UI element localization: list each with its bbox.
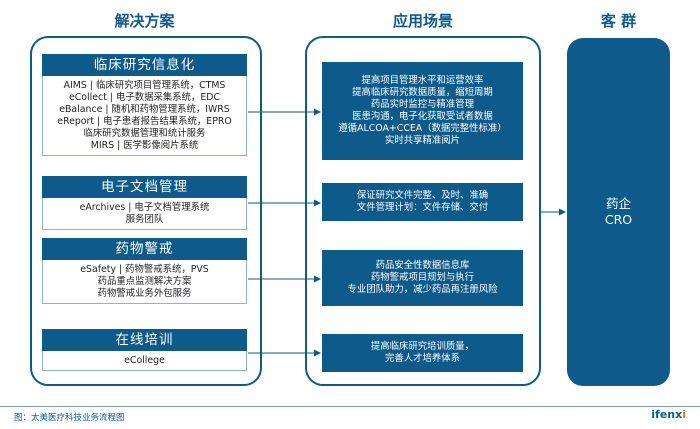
application-line: 药品实时监控与精准管理 xyxy=(370,99,475,110)
solution-line: 服务团队 xyxy=(125,214,164,225)
application-line: 实时共享精准阅片 xyxy=(384,135,460,146)
application-line: 药品安全性数据信息库 xyxy=(375,260,470,271)
solution-body: eSafety | 药物警戒系统，PVS 药品重点监测解决方案 药物警戒业务外包… xyxy=(42,260,247,304)
brand-logo: ifenxi xyxy=(651,408,686,421)
application-line: 提高临床研究数据质量，缩短周期 xyxy=(352,87,493,98)
solution-body: AIMS | 临床研究项目管理系统，CTMS eCollect | 电子数据采集… xyxy=(42,76,247,156)
solution-block-pharmacovigilance: 药物警戒 eSafety | 药物警戒系统，PVS 药品重点监测解决方案 药物警… xyxy=(42,238,247,304)
customer-label: CRO xyxy=(604,212,633,227)
application-box-pharmacovigilance: 药品安全性数据信息库 药物警戒项目规划与执行 专业团队助力，减少药品再注册风险 xyxy=(322,250,523,306)
application-line: 提高项目管理水平和运营效率 xyxy=(361,75,484,86)
solution-line: eCollege xyxy=(124,355,165,366)
column-title-customers: 客 群 xyxy=(600,12,637,30)
solution-body: eArchives | 电子文档管理系统 服务团队 xyxy=(42,198,247,230)
solution-block-clinical-research: 临床研究信息化 AIMS | 临床研究项目管理系统，CTMS eCollect … xyxy=(42,54,247,156)
column-title-solutions: 解决方案 xyxy=(114,12,175,30)
solution-line: eCollect | 电子数据采集系统，EDC xyxy=(68,92,221,103)
brand-text: ifenx xyxy=(651,408,683,421)
brand-dot: i xyxy=(682,408,686,421)
customer-label: 药企 xyxy=(605,196,631,211)
application-box-clinical-research: 提高项目管理水平和运营效率 提高临床研究数据质量，缩短周期 药品实时监控与精准管… xyxy=(322,62,523,160)
solution-line: MIRS | 医学影像阅片系统 xyxy=(90,140,199,151)
solution-title: 电子文档管理 xyxy=(42,176,247,198)
footer-divider xyxy=(0,406,700,407)
column-title-applications: 应用场景 xyxy=(392,12,453,30)
application-box-document-management: 保证研究文件完整、及时、准确 文件管理计划：文件存储、交付 xyxy=(322,183,523,221)
application-line: 完善人才培养体系 xyxy=(384,353,460,364)
solution-line: AIMS | 临床研究项目管理系统，CTMS xyxy=(63,80,226,91)
solution-line: 药品重点监测解决方案 xyxy=(97,276,192,287)
solution-body: eCollege xyxy=(42,351,247,371)
solution-block-online-training: 在线培训 eCollege xyxy=(42,329,247,371)
solution-line: eBalance | 随机和药物管理系统，IWRS xyxy=(59,104,230,115)
solution-line: eArchives | 电子文档管理系统 xyxy=(79,202,210,213)
application-box-online-training: 提高临床研究培训质量， 完善人才培养体系 xyxy=(322,334,523,372)
solution-block-document-management: 电子文档管理 eArchives | 电子文档管理系统 服务团队 xyxy=(42,176,247,230)
solution-title: 在线培训 xyxy=(42,329,247,351)
figure-caption: 图：太美医疗科技业务流程图 xyxy=(14,413,125,423)
application-line: 保证研究文件完整、及时、准确 xyxy=(356,190,489,201)
application-line: 专业团队助力，减少药品再注册风险 xyxy=(347,284,498,295)
application-line: 药物警戒项目规划与执行 xyxy=(370,272,475,283)
solution-line: 药物警戒业务外包服务 xyxy=(97,288,192,299)
application-line: 遵循ALCOA+CCEA（数据完整性标准） xyxy=(338,123,507,134)
solution-line: eReport | 电子患者报告结果系统，EPRO xyxy=(57,116,232,127)
solution-line: 临床研究数据管理和统计服务 xyxy=(83,128,206,139)
solution-title: 药物警戒 xyxy=(42,238,247,260)
solution-line: eSafety | 药物警戒系统，PVS xyxy=(80,264,209,275)
application-line: 医患沟通，电子化获取受试者数据 xyxy=(352,111,493,122)
application-line: 提高临床研究培训质量， xyxy=(370,341,475,352)
solution-title: 临床研究信息化 xyxy=(42,54,247,76)
customers-box: 药企 CRO xyxy=(567,38,670,386)
application-line: 文件管理计划：文件存储、交付 xyxy=(356,202,489,213)
